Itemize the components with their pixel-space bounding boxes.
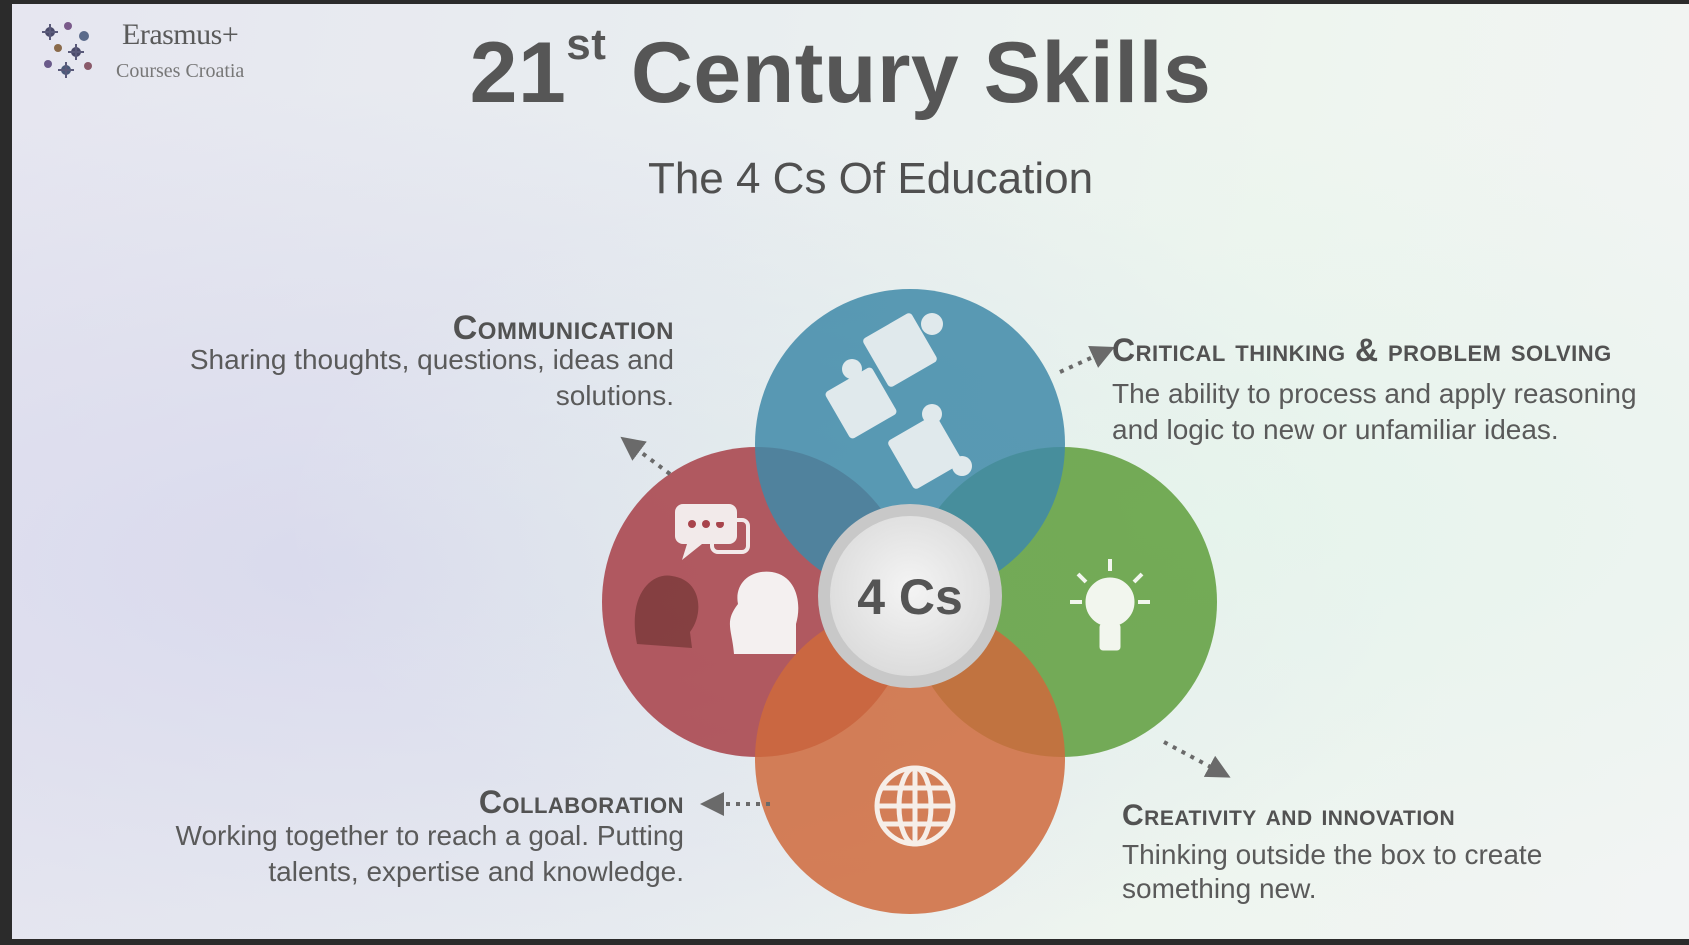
collaboration-description: Working together to reach a goal. Puttin… — [175, 820, 684, 887]
creativity-title: Creativity and innovation — [1122, 799, 1456, 832]
communication-description: Sharing thoughts, questions, ideas and s… — [189, 344, 674, 411]
collaboration-circle — [755, 604, 1065, 914]
critical-thinking-description: The ability to process and apply reasoni… — [1112, 378, 1637, 445]
lightbulb-icon — [1070, 559, 1150, 651]
center-label: 4 Cs — [857, 569, 963, 625]
creativity-description: Thinking outside the box to create somet… — [1122, 839, 1543, 904]
collaboration-title: Collaboration — [478, 784, 684, 820]
logo-subtitle: Courses Croatia — [116, 60, 245, 82]
title-number: 21 — [469, 25, 567, 121]
page-title: 21st Century Skills — [12, 20, 1679, 123]
stars-logo-icon — [42, 22, 92, 78]
speech-heads-icon — [634, 504, 799, 654]
critical-arrow — [1059, 346, 1115, 374]
puzzle-icon — [825, 313, 972, 489]
communication-title: Communication — [452, 309, 674, 347]
title-ordinal: st — [566, 20, 607, 69]
erasmus-logo: Erasmus+ Courses Croatia — [30, 10, 270, 90]
slide: Erasmus+ Courses Croatia 21st Century Sk… — [12, 4, 1689, 939]
creativity-arrow — [1163, 740, 1231, 778]
title-text: Century Skills — [606, 25, 1212, 121]
communication-arrow — [620, 436, 672, 476]
center-disc — [830, 516, 990, 676]
four-cs-diagram: 4 Cs — [602, 289, 1231, 914]
globe-icon — [874, 765, 956, 847]
page-subtitle: The 4 Cs Of Education — [647, 154, 1094, 203]
logo-name: Erasmus+ — [122, 18, 239, 51]
critical-thinking-title: Critical thinking & problem solving — [1112, 332, 1612, 368]
